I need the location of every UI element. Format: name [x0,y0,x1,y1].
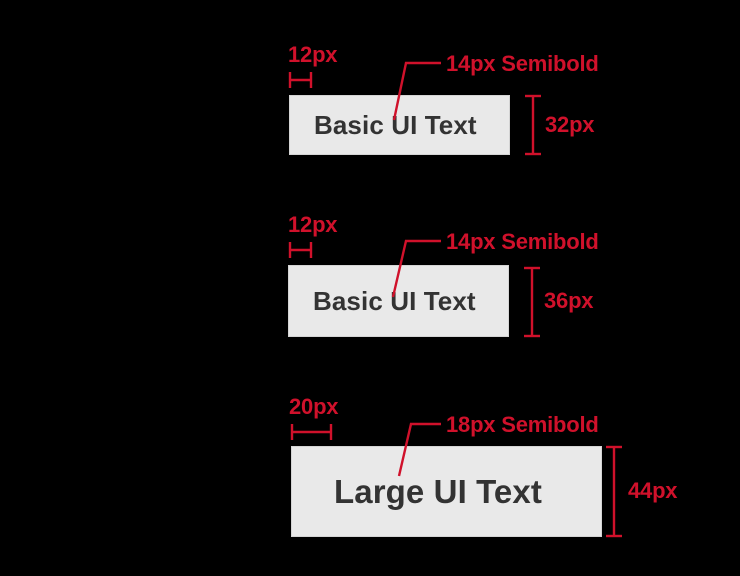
ui-sample-box-label: Basic UI Text [314,109,477,140]
font-annotation-label-3: 18px Semibold [446,412,599,437]
padding-annotation-label-2: 12px [288,212,338,237]
height-annotation-label-1: 32px [545,112,595,137]
height-annotation-label-2: 36px [544,288,594,313]
ui-sample-box-label: Large UI Text [334,472,542,510]
ui-sample-box-basic-32[interactable]: Basic UI Text [289,95,510,155]
height-annotation-label-3: 44px [628,478,678,503]
font-annotation-label-1: 14px Semibold [446,51,599,76]
ui-sample-box-basic-36[interactable]: Basic UI Text [288,265,509,337]
padding-measure-rule-2 [288,242,313,258]
height-measure-rule-1 [525,94,541,156]
padding-annotation-label-1: 12px [288,42,338,67]
padding-annotation-label-3: 20px [289,394,339,419]
font-annotation-label-2: 14px Semibold [446,229,599,254]
ui-sample-box-label: Basic UI Text [313,285,476,316]
padding-measure-rule-1 [288,72,313,88]
ui-sample-box-large-44[interactable]: Large UI Text [291,446,602,537]
height-measure-rule-2 [524,266,540,338]
height-measure-rule-3 [606,445,622,538]
padding-measure-rule-3 [290,424,333,440]
